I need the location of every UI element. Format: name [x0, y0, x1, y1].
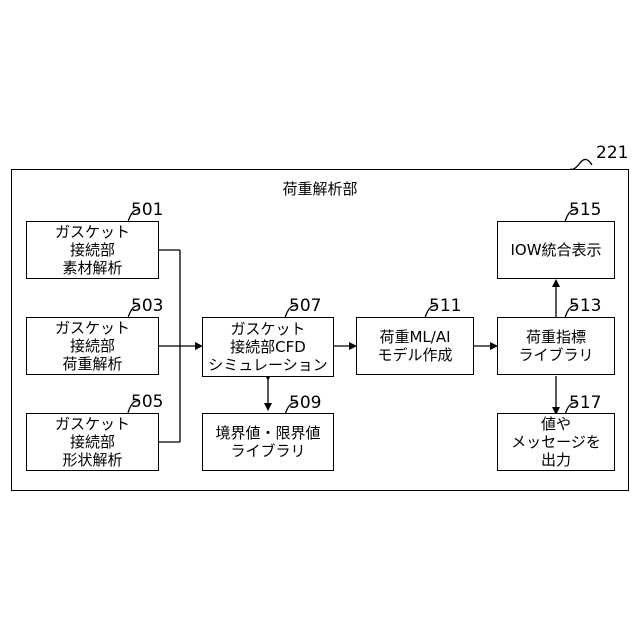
leader-221 [570, 159, 592, 169]
block-gasket-cfd-simulation: ガスケット接続部CFDシミュレーション [202, 317, 334, 377]
ref-513: 513 [569, 296, 601, 316]
block-load-index-library: 荷重指標ライブラリ [497, 317, 615, 375]
block-value-message-output: 値やメッセージを出力 [497, 413, 615, 471]
ref-509: 509 [289, 393, 321, 413]
block-gasket-shape-analysis: ガスケット接続部形状解析 [26, 413, 159, 471]
block-gasket-material-analysis: ガスケット接続部素材解析 [26, 221, 159, 279]
ref-511: 511 [429, 296, 461, 316]
ref-507: 507 [289, 296, 321, 316]
ref-517: 517 [569, 393, 601, 413]
ref-503: 503 [131, 296, 163, 316]
block-iow-integrated-display: IOW統合表示 [497, 221, 615, 279]
ref-505: 505 [131, 392, 163, 412]
block-load-ml-ai-model: 荷重ML/AIモデル作成 [356, 317, 474, 375]
block-gasket-load-analysis: ガスケット接続部荷重解析 [26, 317, 159, 375]
ref-501: 501 [131, 200, 163, 220]
ref-515: 515 [569, 200, 601, 220]
block-boundary-limit-library: 境界値・限界値ライブラリ [202, 413, 334, 471]
